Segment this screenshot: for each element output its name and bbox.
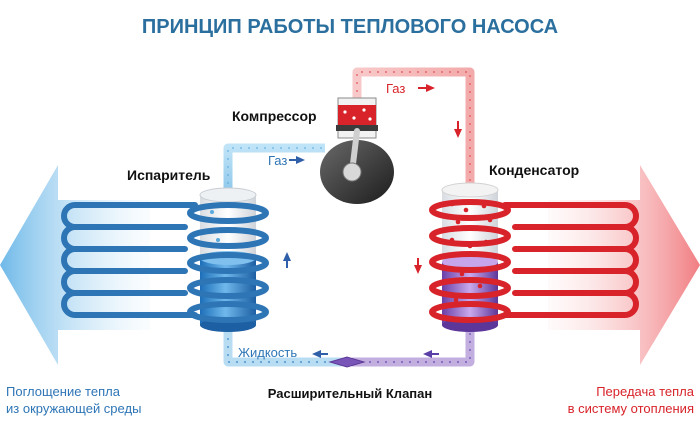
left-caption-line2: из окружающей среды	[6, 401, 141, 416]
arrow-icon	[414, 258, 422, 274]
expansion-valve-label: Расширительный Клапан	[268, 386, 432, 401]
pipe-cold-gas	[223, 143, 325, 192]
arrow-icon	[283, 252, 291, 268]
left-caption-line1: Поглощение тепла	[6, 384, 121, 399]
heat-absorb-arrow	[0, 165, 150, 365]
arrow-icon	[418, 84, 435, 92]
liquid-label: Жидкость	[238, 345, 297, 360]
arrow-icon	[312, 350, 328, 358]
pipe-liquid-hot-side	[352, 325, 475, 367]
arrow-icon	[423, 350, 439, 358]
heat-release-arrow	[548, 165, 700, 365]
condenser-wrap-coil	[429, 199, 511, 323]
evaporator-outdoor-coil	[61, 202, 198, 318]
right-caption-line2: в систему отопления	[568, 401, 694, 416]
compressor-label: Компрессор	[232, 108, 317, 124]
gas-label-hot: Газ	[386, 81, 405, 96]
compressor-piston-icon	[320, 97, 394, 204]
evaporator-label: Испаритель	[127, 167, 211, 183]
condenser-indoor-coil	[502, 202, 639, 318]
arrow-icon	[454, 121, 462, 138]
expansion-valve	[328, 356, 366, 368]
arrow-icon	[289, 156, 305, 164]
right-caption-line1: Передача тепла	[596, 384, 695, 399]
pipe-hot-gas	[352, 67, 475, 185]
gas-label-cold: Газ	[268, 153, 287, 168]
evaporator-wrap-coil	[187, 202, 269, 323]
evaporator-cylinder	[199, 187, 257, 332]
condenser-label: Конденсатор	[489, 162, 579, 178]
page-title: ПРИНЦИП РАБОТЫ ТЕПЛОВОГО НАСОСА	[142, 16, 558, 38]
